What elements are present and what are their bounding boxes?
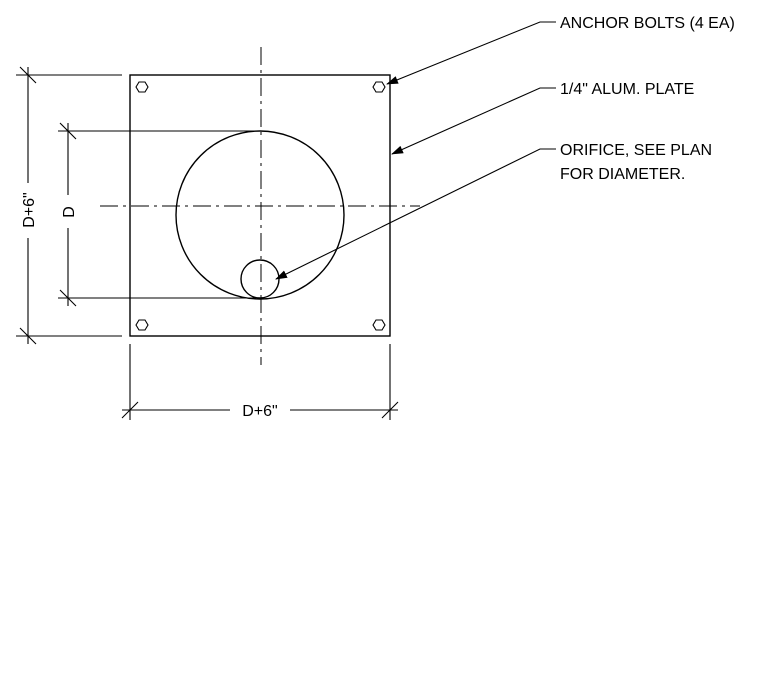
overall-height-label: D+6": [21, 192, 38, 227]
orifice-callout-line-1: ORIFICE, SEE PLAN: [560, 142, 712, 159]
anchor-bolt-bottom-right: [372, 319, 386, 331]
anchor-bolts-callout: ANCHOR BOLTS (4 EA): [560, 15, 735, 32]
orifice-callout-line-2: FOR DIAMETER.: [560, 166, 685, 183]
plate-leader: [391, 87, 556, 155]
anchor-bolts: [135, 81, 386, 331]
anchor-bolt-top-right: [372, 81, 386, 93]
opening-diameter-label: D: [61, 206, 78, 218]
anchor-bolt-bottom-left: [135, 319, 149, 331]
plate-callout: 1/4" ALUM. PLATE: [560, 81, 694, 98]
large-opening-circle: [175, 130, 345, 300]
anchor-bolts-leader: [386, 21, 556, 85]
orifice-leader: [275, 148, 556, 280]
overall-width-label: D+6": [242, 403, 277, 420]
overall-width-dimension: D+6": [121, 344, 399, 420]
anchor-bolt-top-left: [135, 81, 149, 93]
overall-height-dimension: D+6": [16, 66, 122, 345]
orifice-circle: [240, 259, 280, 299]
opening-diameter-dimension: D: [58, 122, 256, 307]
